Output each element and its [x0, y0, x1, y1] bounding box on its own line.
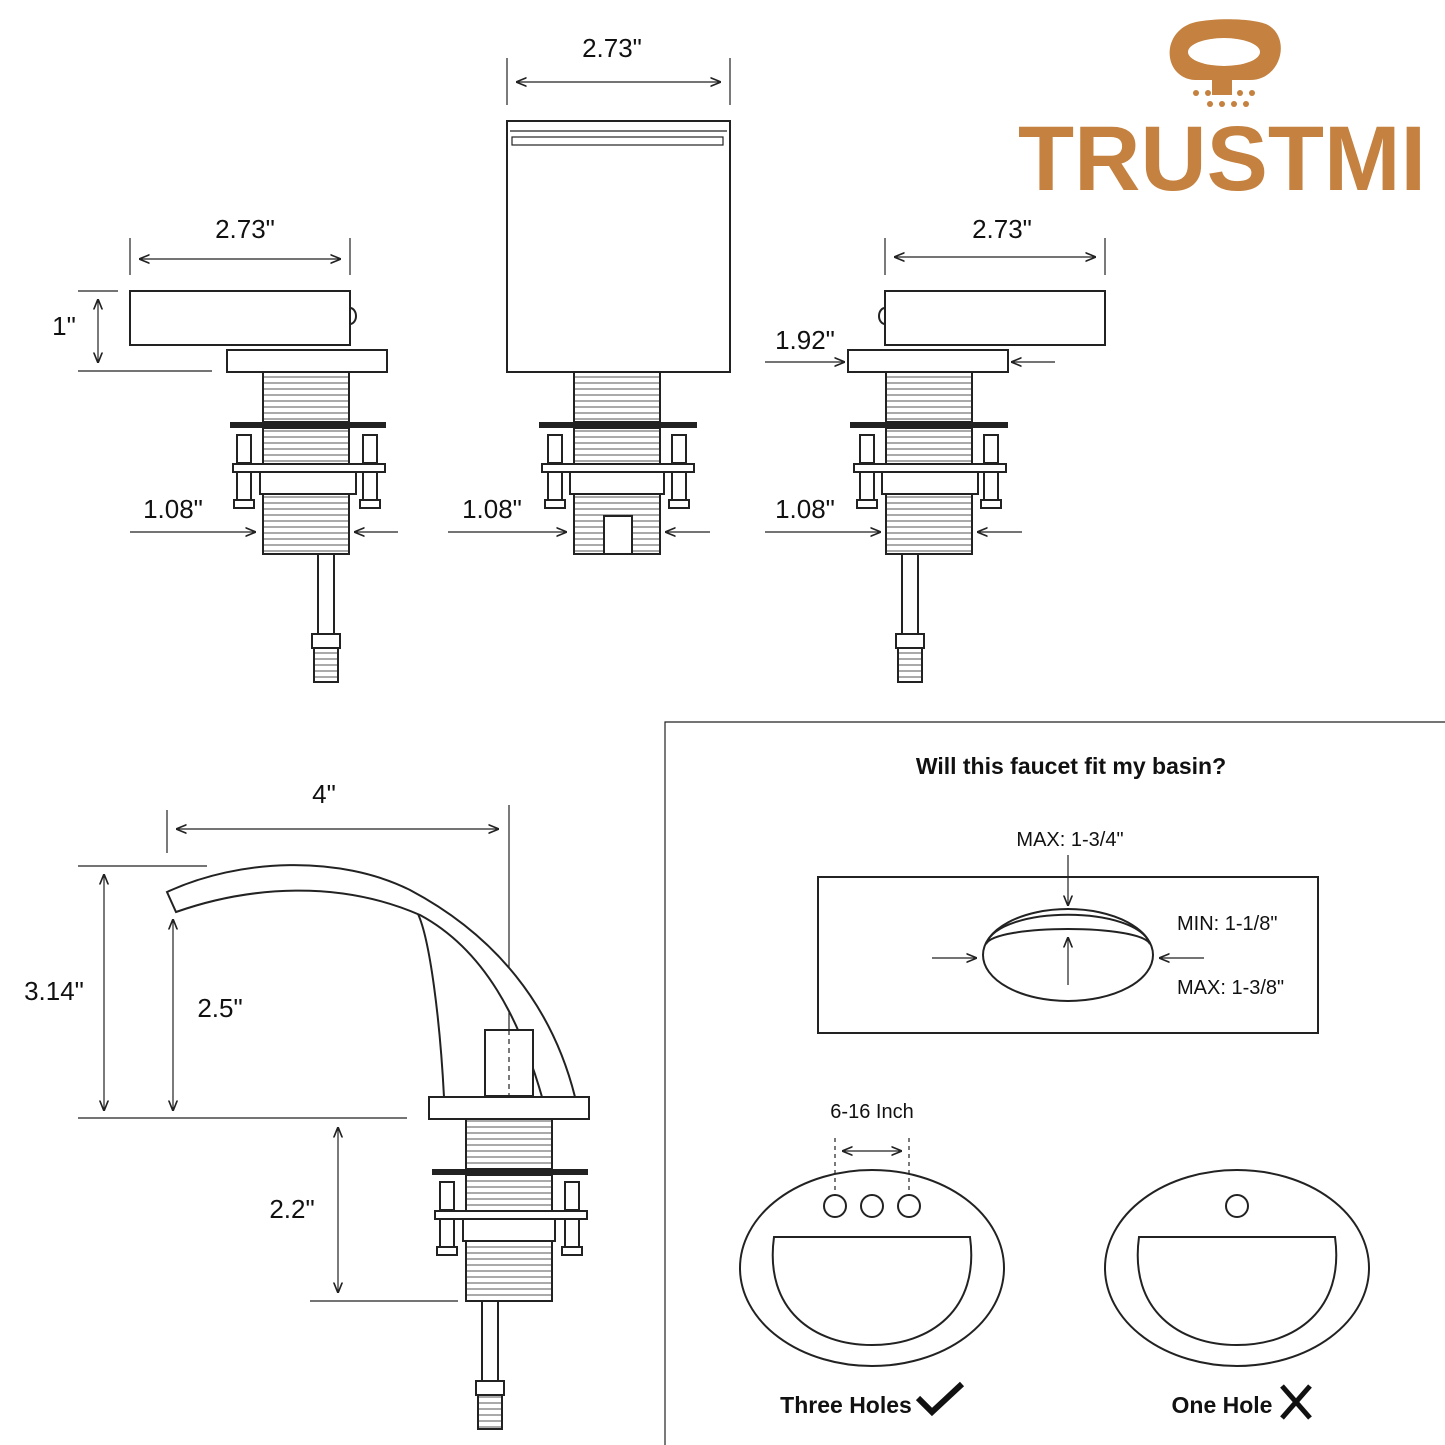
- max-thickness-label: MAX: 1-3/4": [1016, 829, 1123, 851]
- logo-text: TRUSTMI: [1018, 108, 1426, 210]
- cross-icon: [1280, 1384, 1312, 1420]
- middle-width-label: 2.73": [582, 33, 642, 63]
- three-hole-basin: 6-16 Inch Three Holes: [739, 1101, 1005, 1418]
- spread-label: 6-16 Inch: [830, 1101, 913, 1123]
- right-base-label: 1.92": [775, 325, 835, 355]
- basin-fit-panel: Will this faucet fit my basin? MAX: 1-3/…: [664, 721, 1445, 1445]
- three-holes-label: Three Holes: [780, 1392, 912, 1418]
- spout-clearance-label: 2.5": [197, 993, 242, 1023]
- trustmi-logo: TRUSTMI: [1018, 19, 1426, 210]
- fit-panel-title: Will this faucet fit my basin?: [916, 753, 1226, 779]
- shower-head-icon: [1169, 19, 1281, 107]
- total-height-label: 3.14": [24, 976, 84, 1006]
- spout-side-view: 4" 3.14" 2.5" 2.2": [24, 779, 590, 1430]
- right-width-label: 2.73": [972, 214, 1032, 244]
- left-width-label: 2.73": [215, 214, 275, 244]
- one-hole-basin: One Hole: [1104, 1169, 1370, 1420]
- left-height-label: 1": [52, 311, 76, 341]
- left-handle-view: 2.73" 1" 1.08": [52, 214, 398, 683]
- middle-shank-label: 1.08": [462, 494, 522, 524]
- min-hole-label: MIN: 1-1/8": [1177, 913, 1277, 935]
- reach-label: 4": [312, 779, 336, 809]
- shank-length-label: 2.2": [269, 1194, 314, 1224]
- max-hole-label: MAX: 1-3/8": [1177, 977, 1284, 999]
- one-hole-label: One Hole: [1172, 1392, 1273, 1418]
- right-shank-label: 1.08": [775, 494, 835, 524]
- spout-front-view: 2.73" 1.08": [448, 33, 731, 555]
- right-handle-view: 2.73" 1.92" 1.08": [765, 214, 1106, 683]
- check-icon: [915, 1381, 965, 1417]
- left-shank-label: 1.08": [143, 494, 203, 524]
